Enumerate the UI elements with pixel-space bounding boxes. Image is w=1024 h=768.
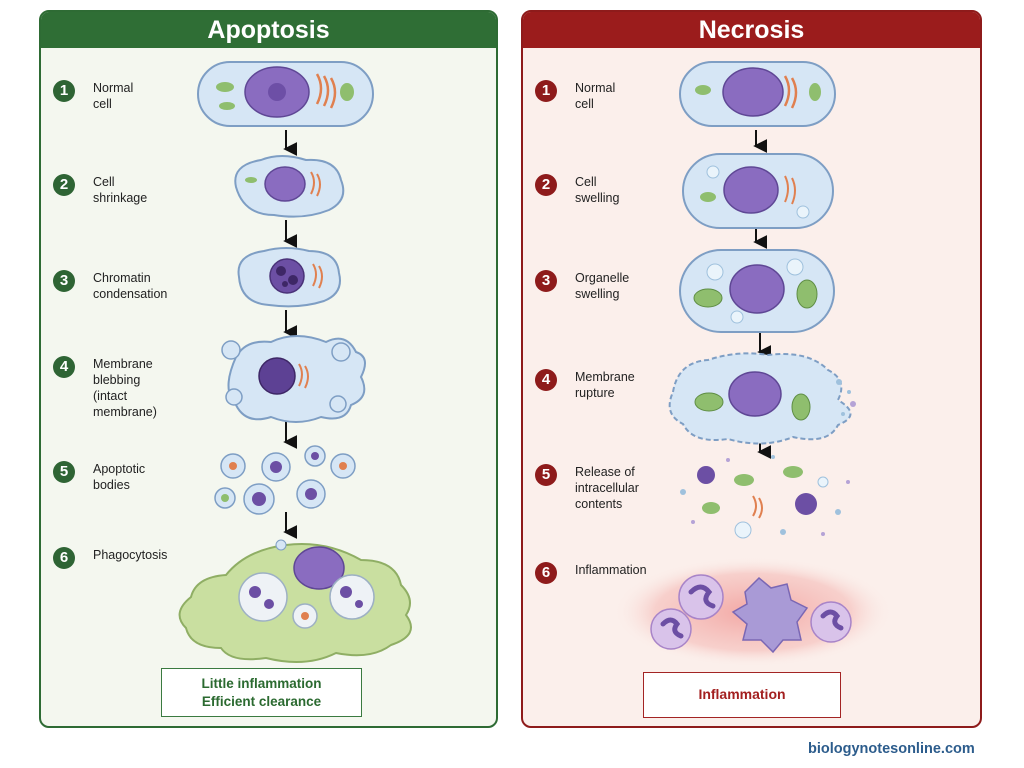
step-label: Normal cell bbox=[575, 81, 616, 111]
necrosis-title: Necrosis bbox=[523, 12, 980, 48]
blebbing-cell bbox=[221, 335, 366, 423]
released-contents bbox=[680, 455, 850, 539]
step-label: Membrane blebbing (intact membrane) bbox=[93, 357, 157, 419]
step-number: 4 bbox=[535, 369, 557, 391]
step-label: Release of intracellular contents bbox=[575, 465, 639, 511]
shrunken-cell bbox=[234, 155, 345, 218]
ruptured-cell bbox=[668, 352, 856, 445]
outcome-line-1: Little inflammation bbox=[201, 676, 322, 691]
apoptotic-bodies bbox=[214, 445, 356, 515]
step-number: 1 bbox=[535, 80, 557, 102]
step-number: 2 bbox=[53, 174, 75, 196]
step-label: Inflammation bbox=[575, 563, 647, 577]
step-number: 5 bbox=[53, 461, 75, 483]
apoptosis-title: Apoptosis bbox=[41, 12, 496, 48]
site-credit: biologynotesonline.com bbox=[808, 741, 975, 757]
step-number: 1 bbox=[53, 80, 75, 102]
step-label: Chromatin condensation bbox=[93, 271, 168, 301]
step-label: Cell shrinkage bbox=[93, 175, 148, 205]
apoptosis-outcome-box: Little inflammation Efficient clearance bbox=[161, 668, 362, 717]
step-number: 3 bbox=[535, 270, 557, 292]
step-label: Cell swelling bbox=[575, 175, 620, 205]
step-label: Organelle swelling bbox=[575, 271, 630, 301]
step-number: 5 bbox=[535, 464, 557, 486]
step-label: Normal cell bbox=[93, 81, 134, 111]
apoptosis-illustration bbox=[178, 61, 412, 663]
necrosis-panel: Necrosis bbox=[521, 10, 982, 728]
step-number: 6 bbox=[53, 547, 75, 569]
necrosis-outcome-box: Inflammation bbox=[643, 672, 841, 718]
normal-cell-apoptosis bbox=[197, 61, 374, 127]
neutrophil bbox=[810, 601, 852, 643]
outcome-line-2: Efficient clearance bbox=[201, 694, 322, 709]
step-label: Phagocytosis bbox=[93, 548, 168, 562]
step-label: Apoptotic bodies bbox=[93, 462, 146, 492]
phagocyte bbox=[178, 539, 412, 663]
condensed-chromatin-cell bbox=[237, 247, 341, 308]
step-label: Membrane rupture bbox=[575, 370, 635, 400]
necrosis-illustration bbox=[613, 61, 893, 667]
apoptosis-panel: Apoptosis bbox=[39, 10, 498, 728]
neutrophil bbox=[650, 608, 692, 650]
inflammation-area bbox=[613, 557, 893, 667]
neutrophil bbox=[678, 574, 724, 620]
normal-cell-necrosis bbox=[679, 61, 836, 127]
step-number: 6 bbox=[535, 562, 557, 584]
step-number: 4 bbox=[53, 356, 75, 378]
macrophage bbox=[731, 576, 809, 654]
step-number: 2 bbox=[535, 174, 557, 196]
organelle-swelling-cell bbox=[679, 249, 835, 333]
swollen-cell bbox=[682, 153, 834, 229]
outcome-line-1: Inflammation bbox=[698, 686, 786, 702]
step-number: 3 bbox=[53, 270, 75, 292]
